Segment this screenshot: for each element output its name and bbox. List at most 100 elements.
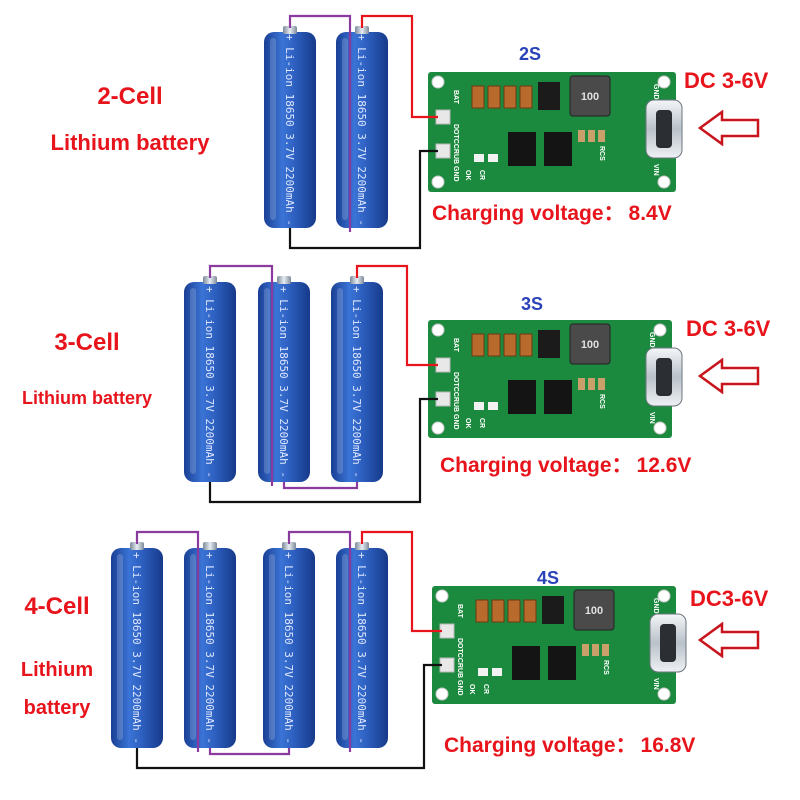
silk-rcs: RCS [598,146,605,161]
led [488,402,498,410]
resistor [598,130,605,142]
input-voltage-label: DC 3-6V [684,68,769,93]
battery-cell: + Li-ion 18650 3.7V 2200mAh - [184,276,236,482]
cell-highlight [337,288,343,474]
battery-cell: + Li-ion 18650 3.7V 2200mAh - [263,542,315,748]
cell-highlight [264,288,270,474]
cell-body [111,548,163,748]
capacitor [503,85,517,109]
charging-voltage-label: Charging voltage： [432,202,625,225]
capacitor [523,599,537,623]
input-arrow-icon [697,357,760,395]
cell-count-label: 4-Cell [24,593,89,620]
regulator [542,596,564,624]
wire [360,14,438,119]
solder-pad [439,623,455,639]
led [478,668,488,676]
input-voltage-label: DC 3-6V [686,316,771,341]
wire [355,264,438,367]
cell-print-text: + Li-ion 18650 3.7V 2200mAh - [350,286,363,478]
silk-vin: VIN [652,164,659,176]
capacitor [475,599,489,623]
silk-vin: VIN [648,412,655,424]
wire [208,748,291,756]
ic-chip [508,132,536,166]
battery-cell: + Li-ion 18650 3.7V 2200mAh - [184,542,236,748]
cell-body [331,282,383,482]
solder-pad [439,657,455,673]
capacitor [503,333,517,357]
ic-chip [544,380,572,414]
positive-terminal [282,542,296,550]
wire [288,149,438,250]
silk-dotc: DOTCCRUB [452,124,459,164]
capacitor [491,599,505,623]
resistor [582,644,589,656]
resistor [592,644,599,656]
positive-terminal [203,276,217,284]
config-label: 4S [537,568,559,588]
wire [282,482,359,490]
charging-voltage-value: 12.6V [637,454,692,477]
mounting-hole [431,421,445,435]
cell-highlight [342,554,348,740]
cell-print-text: + Li-ion 18650 3.7V 2200mAh - [283,34,296,226]
cell-print-text: + Li-ion 18650 3.7V 2200mAh - [282,552,295,744]
usb-c-slot [656,110,672,148]
solder-pad [435,109,451,125]
config-label: 3S [521,294,543,314]
ic-chip [548,646,576,680]
cell-highlight [190,288,196,474]
silk-bat: BAT [452,338,459,353]
battery-cell: + Li-ion 18650 3.7V 2200mAh - [258,276,310,482]
wire [288,14,352,232]
resistor [598,378,605,390]
silk-gnd: GND [452,414,459,430]
battery-cell: + Li-ion 18650 3.7V 2200mAh - [336,542,388,748]
cell-count-label: 3-Cell [54,329,119,356]
battery-cell: + Li-ion 18650 3.7V 2200mAh - [336,26,388,228]
led [474,154,484,162]
silk-bat: BAT [452,90,459,105]
silk-cr: CR [482,684,489,694]
mounting-hole [431,175,445,189]
silk-gnd: GND [452,166,459,182]
positive-terminal [350,276,364,284]
charging-voltage-value: 16.8V [641,734,696,757]
inductor [569,323,611,365]
silk-dotc: DOTCCRUB [452,372,459,412]
cell-print-text: + Li-ion 18650 3.7V 2200mAh - [130,552,143,744]
cell-body [264,32,316,228]
solder-pad [435,143,451,159]
cell-highlight [117,554,123,740]
wire [208,397,438,504]
inductor [569,75,611,117]
resistor [578,378,585,390]
silk-gnd2: GND [652,598,659,614]
resistor [588,378,595,390]
battery-type-label: Lithium battery [22,388,152,408]
inductor-label: 100 [581,339,599,351]
cell-highlight [269,554,275,740]
battery-type-label: battery [24,697,92,719]
positive-terminal [130,542,144,550]
battery-type-label: Lithium battery [51,130,211,155]
input-voltage-label: DC3-6V [690,586,769,611]
capacitor [471,85,485,109]
usb-c-slot [656,358,672,396]
silk-ok: OK [464,418,471,429]
cell-body [184,282,236,482]
positive-terminal [355,26,369,34]
mounting-hole [657,75,671,89]
silk-gnd: GND [456,680,463,696]
battery-type-label: Lithium [21,659,93,681]
input-arrow-icon [697,621,760,659]
battery-cell: + Li-ion 18650 3.7V 2200mAh - [264,26,316,228]
resistor [602,644,609,656]
led [474,402,484,410]
cell-count-label: 2-Cell [97,83,162,110]
mounting-hole [653,421,667,435]
